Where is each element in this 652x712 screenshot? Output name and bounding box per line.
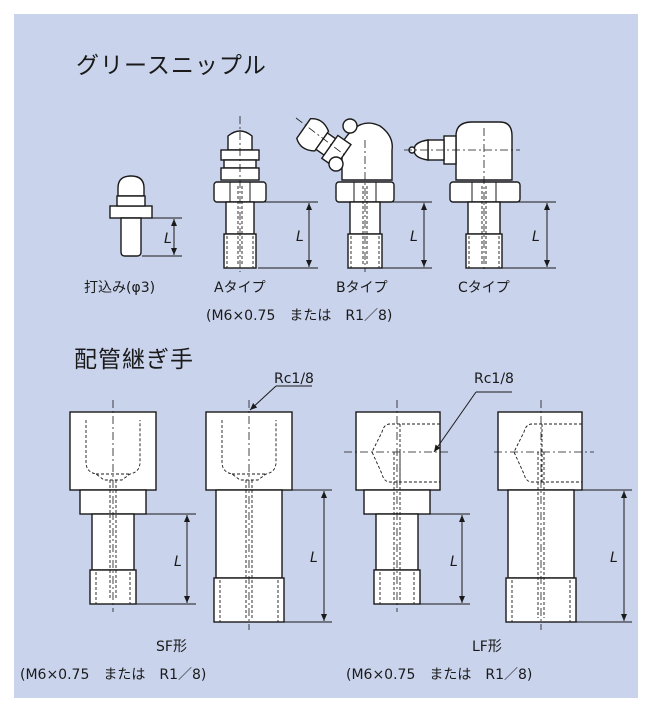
a-type-hidden-lines xyxy=(226,186,254,268)
grease-nipple-heading: グリースニップル xyxy=(76,53,267,79)
a-type-dimension xyxy=(258,201,318,269)
dim-l-sf-straight: L xyxy=(174,554,182,570)
lf-fitting-straight-hidden xyxy=(219,420,279,622)
label-b-type: Bタイプ xyxy=(336,280,388,296)
lf-fitting-straight-dimension xyxy=(284,489,332,623)
uchikomi-dimension xyxy=(142,217,182,257)
callout-rc-right: Rc1/8 xyxy=(474,371,514,387)
label-grease-spec: (M6×0.75 または R1／8) xyxy=(206,308,393,324)
dim-l-uchikomi: L xyxy=(164,231,172,247)
b-type-dimension xyxy=(382,201,432,269)
c-type-nipple xyxy=(408,121,521,269)
label-sf-spec: (M6×0.75 または R1／8) xyxy=(20,667,207,683)
uchikomi-nipple xyxy=(109,175,153,257)
sf-fitting-elbow-hidden xyxy=(371,423,440,604)
lf-fitting-elbow xyxy=(497,411,583,623)
label-lf-spec: (M6×0.75 または R1／8) xyxy=(346,667,533,683)
lf-fitting-elbow-hidden xyxy=(511,423,582,622)
sf-fitting-elbow xyxy=(355,411,441,605)
lf-fitting-elbow-dimension xyxy=(576,489,632,623)
dim-l-lf-straight: L xyxy=(310,550,318,566)
label-a-type: Aタイプ xyxy=(214,280,266,296)
c-type-hidden-lines xyxy=(468,186,500,268)
label-lf: LF形 xyxy=(472,639,502,655)
pipe-fitting-heading: 配管継ぎ手 xyxy=(74,347,194,373)
callout-rc-left: Rc1/8 xyxy=(274,371,314,387)
dimension-letters: L L L L L L L L xyxy=(164,229,618,570)
dim-l-a-type: L xyxy=(296,229,304,245)
b-type-hidden-lines xyxy=(350,186,380,268)
dim-l-b-type: L xyxy=(410,229,418,245)
label-uchikomi: 打込み(φ3) xyxy=(84,280,156,296)
b-type-nipple xyxy=(295,117,395,269)
sf-fitting-straight-dimension xyxy=(136,513,196,605)
label-sf: SF形 xyxy=(156,639,187,655)
dim-l-sf-elbow: L xyxy=(450,554,458,570)
sf-fitting-elbow-dimension xyxy=(418,513,470,605)
sf-fitting-straight-hidden xyxy=(85,420,141,604)
dim-l-c-type: L xyxy=(532,229,540,245)
label-c-type: Cタイプ xyxy=(458,280,510,296)
c-type-dimension xyxy=(500,201,556,269)
dim-l-lf-elbow: L xyxy=(610,550,618,566)
